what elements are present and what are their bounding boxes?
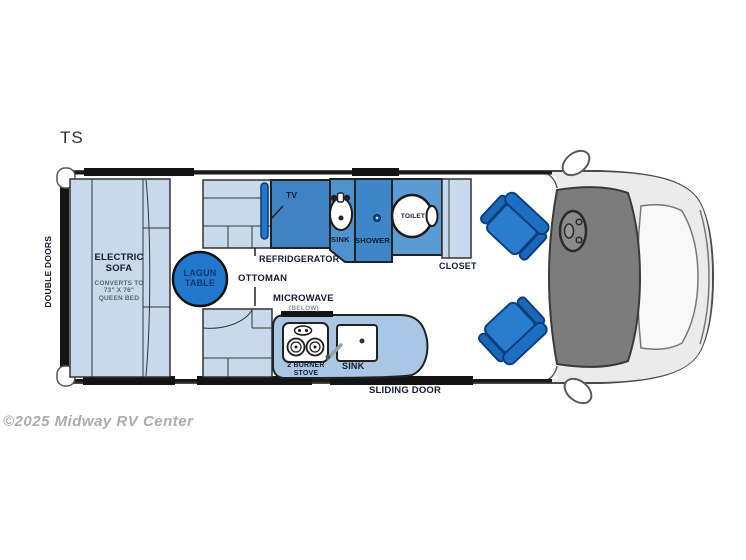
- lagun-table-label: LAGUN TABLE: [183, 268, 217, 289]
- sofa-converts-note: CONVERTS TO 73" X 76" QUEEN BED: [94, 280, 144, 302]
- steering-hub: [563, 223, 575, 239]
- toilet-label: TOILET: [400, 213, 426, 220]
- toilet-tank: [425, 205, 439, 227]
- double-doors-label: DOUBLE DOORS: [43, 235, 54, 308]
- ottoman-label: OTTOMAN: [238, 273, 288, 284]
- kitchen-sink-unit: [325, 324, 378, 362]
- bumper-line: [699, 209, 710, 345]
- shower-label: SHOWER: [355, 236, 390, 245]
- tv-label: TV: [286, 190, 298, 200]
- rear-wall: [60, 186, 69, 368]
- bath-sink-label: SINK: [331, 235, 350, 244]
- upper-cabinet: [202, 179, 272, 249]
- electric-sofa-label: ELECTRIC SOFA: [94, 252, 144, 274]
- ottoman-bench: [202, 308, 273, 378]
- steering-spoke-bottom: [575, 236, 583, 244]
- bottom-wall-bar-1: [83, 376, 175, 385]
- closet-label: CLOSET: [439, 261, 477, 271]
- shower-drain-dot: [375, 216, 379, 220]
- tv-unit: [260, 182, 269, 240]
- lagun-table: [171, 250, 229, 308]
- mirror-bottom-icon: [563, 377, 593, 405]
- bath-sink-drain: [338, 215, 344, 221]
- closet-unit: [441, 178, 472, 259]
- top-wall-bar-2: [352, 168, 399, 176]
- driver-seat: [479, 191, 550, 261]
- tv-callout-line: [270, 205, 284, 220]
- top-wall-bar-1: [84, 168, 194, 176]
- microwave-label: MICROWAVE: [273, 293, 334, 304]
- bottom-wall-bar-2: [197, 376, 312, 385]
- bath-faucet-spout: [336, 192, 345, 203]
- shower-room: [354, 178, 393, 263]
- watermark: ©2025 Midway RV Center: [3, 413, 194, 430]
- steering-spoke-top: [575, 218, 583, 226]
- bath-faucet-knob-left: [330, 194, 338, 202]
- stove-unit: [282, 322, 329, 363]
- microwave-indicator-bar: [281, 311, 333, 317]
- dashboard: [547, 186, 642, 368]
- stove-label: 2 BURNER STOVE: [287, 362, 325, 377]
- sliding-door-label: SLIDING DOOR: [369, 385, 442, 396]
- mirror-top-icon: [561, 149, 591, 177]
- hood-panel: [636, 204, 699, 350]
- passenger-seat: [477, 296, 548, 366]
- sliding-door-bar: [330, 376, 473, 385]
- kitchen-sink-label: SINK: [342, 361, 365, 371]
- page-title: TS: [60, 128, 84, 147]
- refrigerator-unit: [270, 179, 331, 249]
- bath-faucet-knob-right: [343, 194, 351, 202]
- electric-sofa-unit: [69, 178, 171, 378]
- bath-sink-bowl: [329, 197, 353, 231]
- refrigerator-label: REFRIDGERATOR: [259, 254, 340, 264]
- microwave-below-note: (BELOW): [289, 305, 319, 312]
- top-wall: [72, 171, 552, 175]
